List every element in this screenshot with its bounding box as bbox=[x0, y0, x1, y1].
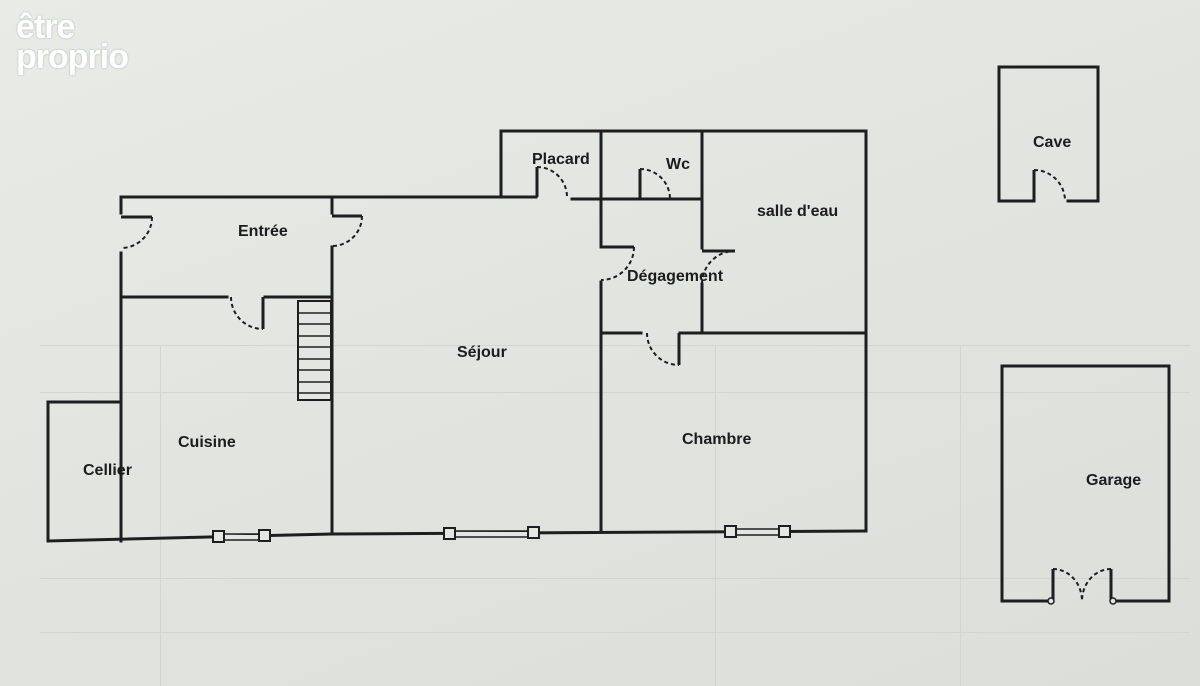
door-garage bbox=[1047, 568, 1117, 605]
table-gridline bbox=[40, 632, 1190, 633]
room-labels: Placard Wc salle d'eau Entrée Dégagement… bbox=[83, 134, 1141, 489]
label-cuisine: Cuisine bbox=[178, 434, 236, 451]
logo-line-2: proprio bbox=[16, 38, 129, 76]
door-cave bbox=[1032, 169, 1066, 202]
staircase bbox=[297, 300, 332, 401]
door-salle-deau bbox=[701, 249, 736, 285]
label-wc: Wc bbox=[666, 156, 690, 173]
label-degagement: Dégagement bbox=[627, 268, 724, 285]
wall-cave bbox=[997, 65, 1100, 203]
window-cuisine bbox=[212, 529, 271, 543]
label-placard: Placard bbox=[532, 151, 590, 168]
door-degagement-left bbox=[600, 245, 635, 281]
table-gridline bbox=[40, 392, 1190, 393]
door-entree-sejour bbox=[331, 214, 363, 247]
doors bbox=[120, 166, 1117, 605]
windows bbox=[212, 525, 791, 543]
table-gridline bbox=[715, 345, 716, 686]
wall-placard-top bbox=[499, 129, 868, 199]
door-wc bbox=[638, 168, 671, 200]
table-gridline bbox=[40, 345, 1190, 346]
label-cave: Cave bbox=[1033, 134, 1071, 151]
label-salle-deau: salle d'eau bbox=[757, 203, 838, 220]
etre-proprio-logo: être proprio bbox=[16, 8, 129, 76]
window-sejour bbox=[443, 526, 540, 540]
table-gridline bbox=[40, 578, 1190, 579]
wall-garage bbox=[1000, 364, 1171, 603]
table-gridline bbox=[960, 345, 961, 686]
door-entree-exterior bbox=[120, 215, 153, 249]
door-placard bbox=[535, 166, 568, 198]
door-cuisine bbox=[230, 296, 265, 330]
label-chambre: Chambre bbox=[682, 431, 751, 448]
window-chambre bbox=[724, 525, 791, 538]
wall-cellier bbox=[46, 400, 123, 543]
label-garage: Garage bbox=[1086, 472, 1141, 489]
table-gridline bbox=[160, 345, 161, 686]
walls bbox=[46, 65, 1171, 603]
door-chambre bbox=[646, 332, 681, 366]
label-entree: Entrée bbox=[238, 223, 288, 240]
label-sejour: Séjour bbox=[457, 344, 507, 361]
label-cellier: Cellier bbox=[83, 462, 132, 479]
logo-line-1: être bbox=[16, 8, 75, 46]
